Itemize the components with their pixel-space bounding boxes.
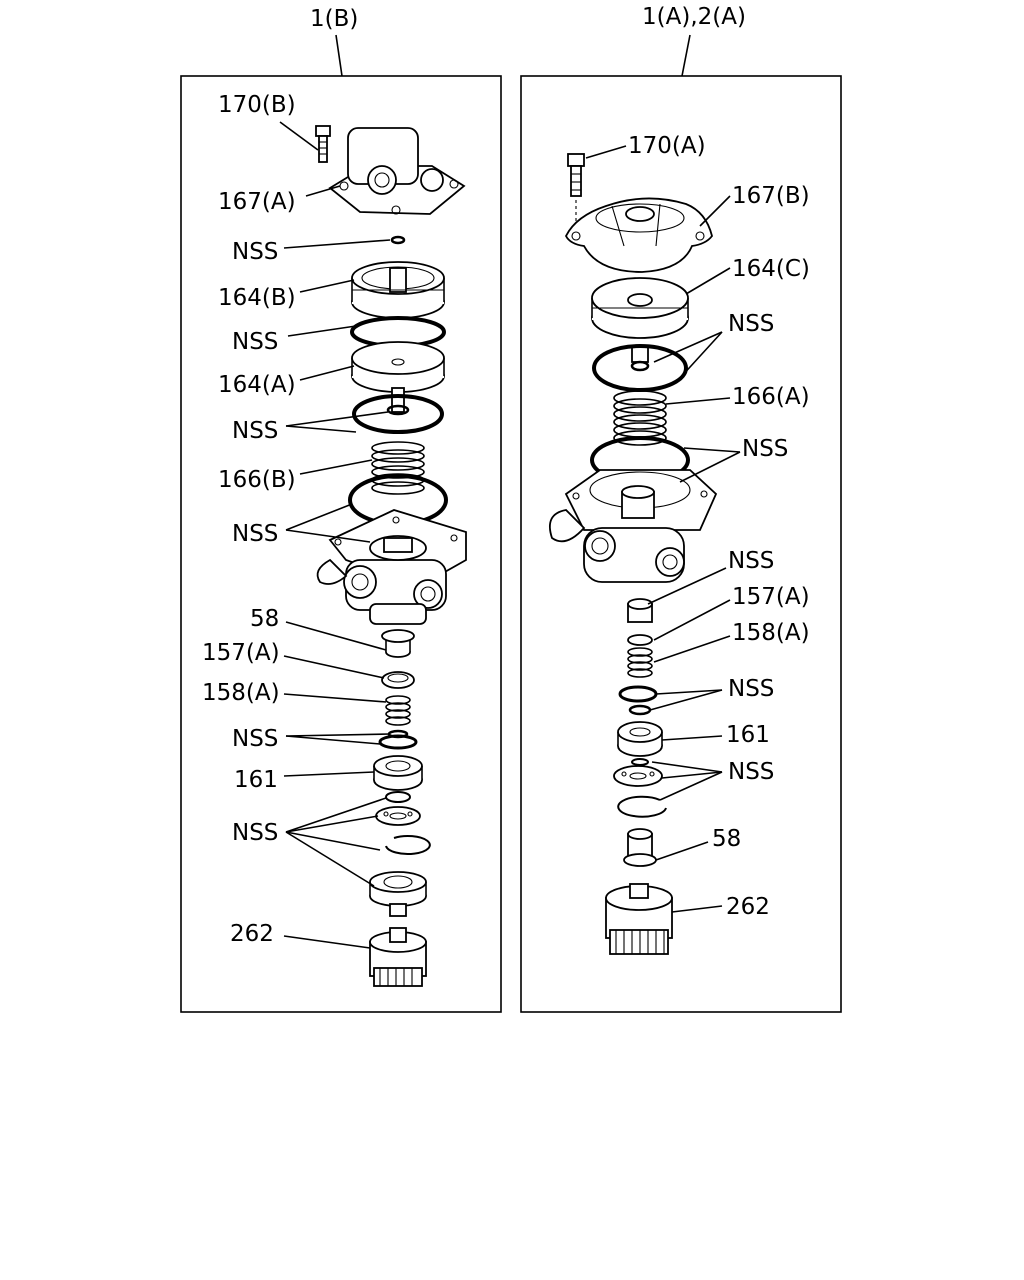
- oring-icon: [390, 235, 406, 245]
- part-label: 161: [726, 722, 770, 748]
- bushing-icon: [623, 828, 657, 867]
- part-label: NSS: [232, 820, 278, 846]
- assembly-left: 1(B): [180, 6, 502, 1013]
- valve-icon: [369, 871, 427, 917]
- part-label: 170(B): [218, 92, 296, 118]
- part-label: 167(A): [218, 189, 296, 215]
- part-label: 157(A): [732, 584, 810, 610]
- leader-lines-left: [279, 121, 391, 949]
- part-label: 167(B): [732, 183, 810, 209]
- snap-ring-icon: [617, 795, 667, 818]
- exhaust-cap-icon: [369, 927, 427, 987]
- assembly-left-title: 1(B): [310, 6, 358, 32]
- valve-seat-icon: [617, 721, 663, 757]
- piston-icon: [351, 341, 445, 413]
- part-label: 166(A): [732, 384, 810, 410]
- part-label: NSS: [232, 418, 278, 444]
- part-label: 164(C): [732, 256, 810, 282]
- part-label: 158(A): [732, 620, 810, 646]
- part-label: 164(B): [218, 285, 296, 311]
- part-label: 170(A): [628, 133, 706, 159]
- valve-seat-icon: [373, 755, 423, 791]
- part-label: NSS: [232, 239, 278, 265]
- oring-icon: [387, 729, 409, 739]
- assembly-left-frame: [180, 75, 502, 1013]
- piston-icon: [591, 277, 689, 339]
- part-labels-left: 170(B) 167(A) NSS 164(B) NSS 164(A) NSS …: [202, 92, 296, 947]
- part-label: 164(A): [218, 372, 296, 398]
- oring-icon: [352, 394, 444, 434]
- part-label: 58: [250, 606, 279, 632]
- cover-icon: [328, 127, 466, 215]
- snap-ring-icon: [385, 834, 431, 855]
- spring-icon: [385, 695, 411, 726]
- part-label: NSS: [232, 726, 278, 752]
- leader-lines-right: [585, 145, 741, 913]
- bolt-icon: [315, 125, 331, 163]
- part-label: NSS: [728, 548, 774, 574]
- assembly-right: 1(A),2(A): [520, 4, 842, 1013]
- oring-icon: [386, 404, 410, 416]
- oring-icon: [631, 758, 649, 766]
- oring-icon: [385, 791, 411, 803]
- plate-icon: [375, 806, 421, 826]
- part-label: NSS: [232, 329, 278, 355]
- part-label: NSS: [742, 436, 788, 462]
- bolt-icon: [567, 153, 585, 226]
- part-label: 262: [230, 921, 274, 947]
- part-label: NSS: [232, 521, 278, 547]
- oring-icon: [628, 704, 652, 716]
- plate-icon: [613, 765, 663, 787]
- part-label: 161: [234, 767, 278, 793]
- part-label: 166(B): [218, 467, 296, 493]
- exhaust-cap-icon: [605, 883, 673, 955]
- part-label: 157(A): [202, 640, 280, 666]
- spring-icon: [613, 390, 667, 446]
- valve-body-icon: [548, 469, 718, 583]
- part-label: 262: [726, 894, 770, 920]
- piston-icon: [351, 261, 445, 319]
- washer-icon: [381, 671, 415, 689]
- oring-icon: [592, 344, 688, 392]
- part-label: NSS: [728, 676, 774, 702]
- bushing-icon: [627, 598, 653, 623]
- assembly-right-frame: [520, 75, 842, 1013]
- spring-icon: [627, 647, 653, 678]
- assembly-right-title: 1(A),2(A): [642, 4, 746, 30]
- spring-icon: [371, 441, 425, 495]
- valve-body-icon: [316, 509, 467, 625]
- washer-icon: [627, 634, 653, 646]
- part-label: 58: [712, 826, 741, 852]
- part-labels-right: 170(A) 167(B) 164(C) NSS 166(A) NSS NSS …: [628, 133, 810, 920]
- bushing-icon: [381, 629, 415, 658]
- part-label: NSS: [728, 311, 774, 337]
- stem-icon: [631, 345, 649, 363]
- oring-icon: [618, 685, 658, 703]
- cover-icon: [564, 197, 713, 273]
- part-label: NSS: [728, 759, 774, 785]
- oring-icon: [630, 360, 650, 372]
- part-label: 158(A): [202, 680, 280, 706]
